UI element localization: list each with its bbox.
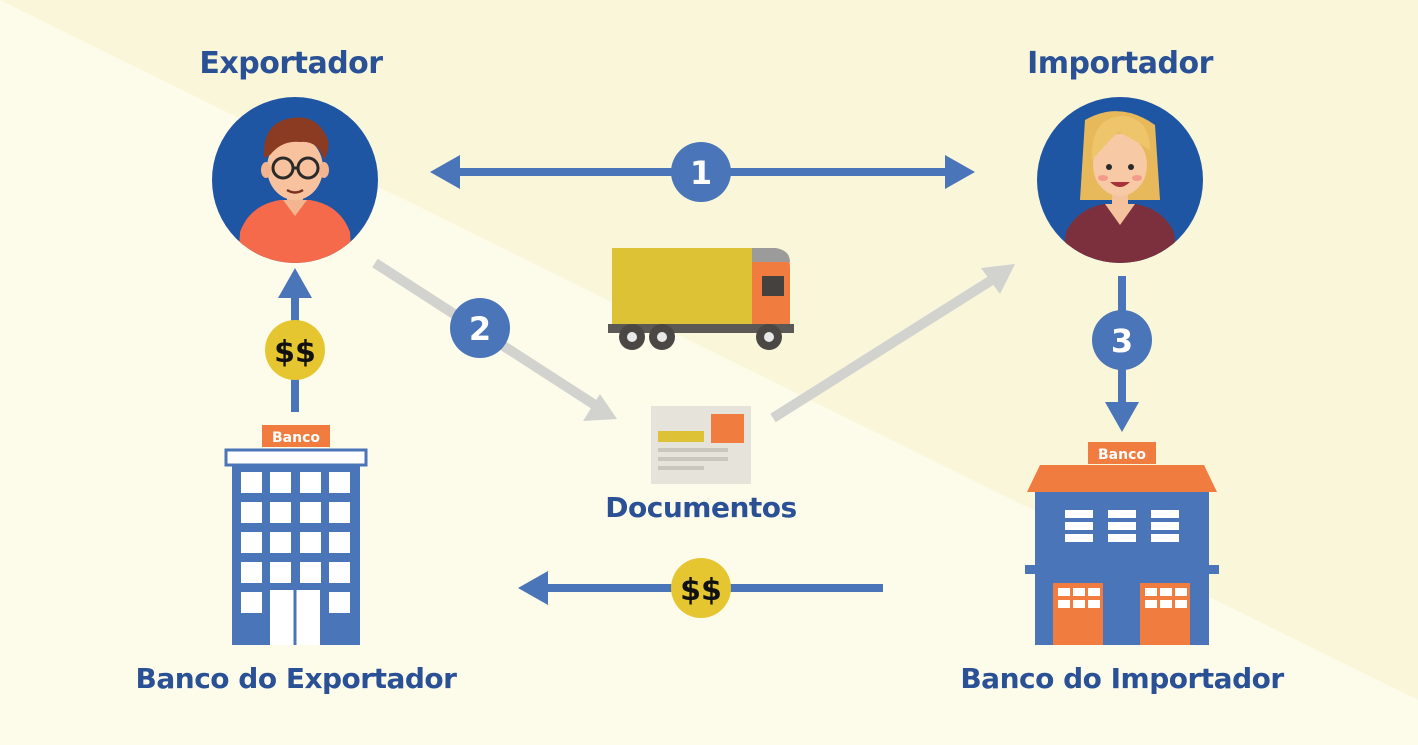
svg-text:$$: $$: [274, 335, 316, 370]
window: [329, 532, 350, 553]
window: [241, 562, 262, 583]
step-1-badge: 1: [671, 142, 731, 202]
window: [300, 562, 321, 583]
step-2-badge: 2: [450, 298, 510, 358]
window: [241, 592, 262, 613]
window: [270, 532, 291, 553]
importer-bank-sign: [1088, 442, 1156, 464]
exporter-bank-building: Banco: [224, 425, 368, 645]
exporter-label: Exportador: [199, 46, 383, 81]
window: [329, 562, 350, 583]
importer-label: Importador: [1027, 46, 1213, 81]
truck-icon: [608, 248, 794, 350]
window: [300, 502, 321, 523]
importer-bank-windows: [1065, 510, 1179, 542]
window: [241, 502, 262, 523]
window: [270, 472, 291, 493]
exporter-bank-label: Banco do Exportador: [135, 662, 457, 695]
window: [329, 592, 350, 613]
importer-avatar: [1037, 97, 1203, 263]
exporter-bank-sign: [262, 425, 330, 447]
importer-bank-label: Banco do Importador: [960, 662, 1284, 695]
window: [241, 532, 262, 553]
exporter-bank-windows: [241, 472, 350, 613]
svg-text:3: 3: [1111, 322, 1133, 360]
money-coin-exporter: $$: [265, 320, 325, 380]
window: [270, 502, 291, 523]
window: [329, 502, 350, 523]
window: [270, 562, 291, 583]
window: [241, 472, 262, 493]
svg-text:$$: $$: [680, 573, 722, 608]
importer-bank-building: Banco: [1025, 442, 1219, 645]
window: [300, 532, 321, 553]
svg-text:2: 2: [469, 310, 491, 348]
window: [300, 472, 321, 493]
documents-label: Documentos: [605, 491, 797, 524]
step-3-badge: 3: [1092, 310, 1152, 370]
money-coin-payment: $$: [671, 558, 731, 618]
window: [329, 472, 350, 493]
arrow-documents-importer: [770, 264, 1015, 423]
svg-text:Banco: Banco: [272, 430, 320, 446]
svg-text:Banco: Banco: [1098, 447, 1146, 463]
exporter-avatar: [212, 97, 378, 263]
svg-text:1: 1: [690, 154, 712, 192]
documents-icon: [651, 406, 751, 484]
